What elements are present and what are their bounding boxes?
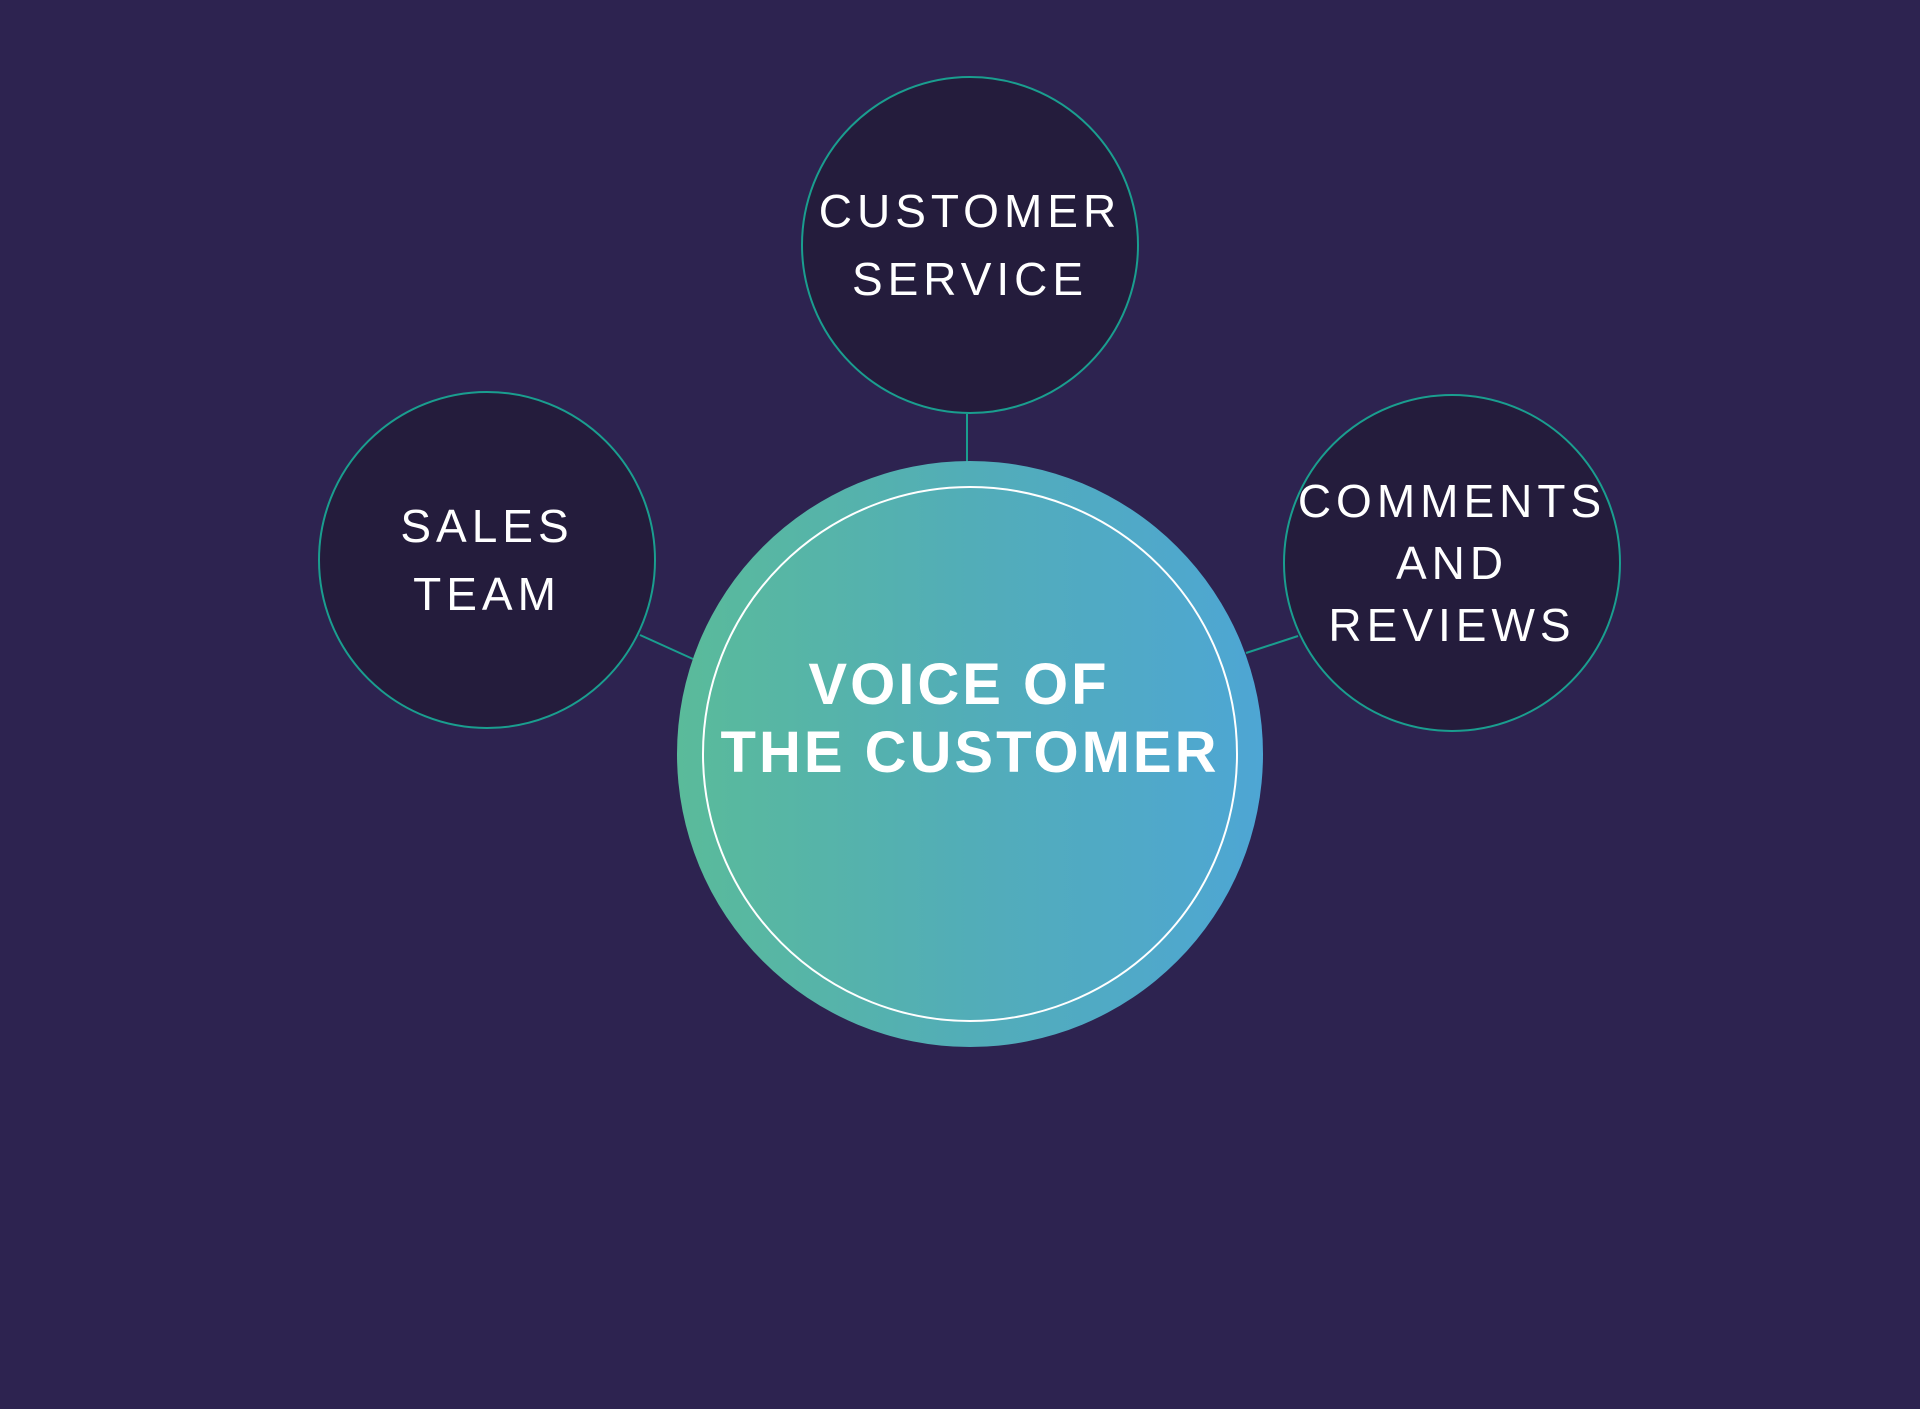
node-comments-and-reviews: COMMENTS AND REVIEWS — [1283, 394, 1621, 732]
hub-inner-ring — [702, 486, 1238, 1022]
hub-title-line: VOICE OF — [808, 652, 1110, 717]
node-sales-team: SALES TEAM — [318, 391, 656, 729]
node-label-line: SALES — [400, 500, 574, 552]
node-label-line: COMMENTS — [1297, 475, 1607, 527]
node-label-line: CUSTOMER — [818, 185, 1122, 237]
hub-title-line: THE CUSTOMER — [720, 720, 1220, 785]
node-label-line: REVIEWS — [1328, 599, 1576, 651]
hub-title: VOICE OF THE CUSTOMER — [721, 651, 1220, 787]
node-customer-service: CUSTOMER SERVICE — [801, 76, 1139, 414]
connector-comments-and-reviews — [1245, 635, 1299, 654]
connector-sales-team — [639, 634, 694, 660]
node-label-line: SERVICE — [851, 253, 1089, 305]
hub-voice-of-the-customer: VOICE OF THE CUSTOMER — [677, 461, 1263, 1047]
node-label-line: TEAM — [413, 568, 561, 620]
node-label-line: AND — [1395, 537, 1509, 589]
